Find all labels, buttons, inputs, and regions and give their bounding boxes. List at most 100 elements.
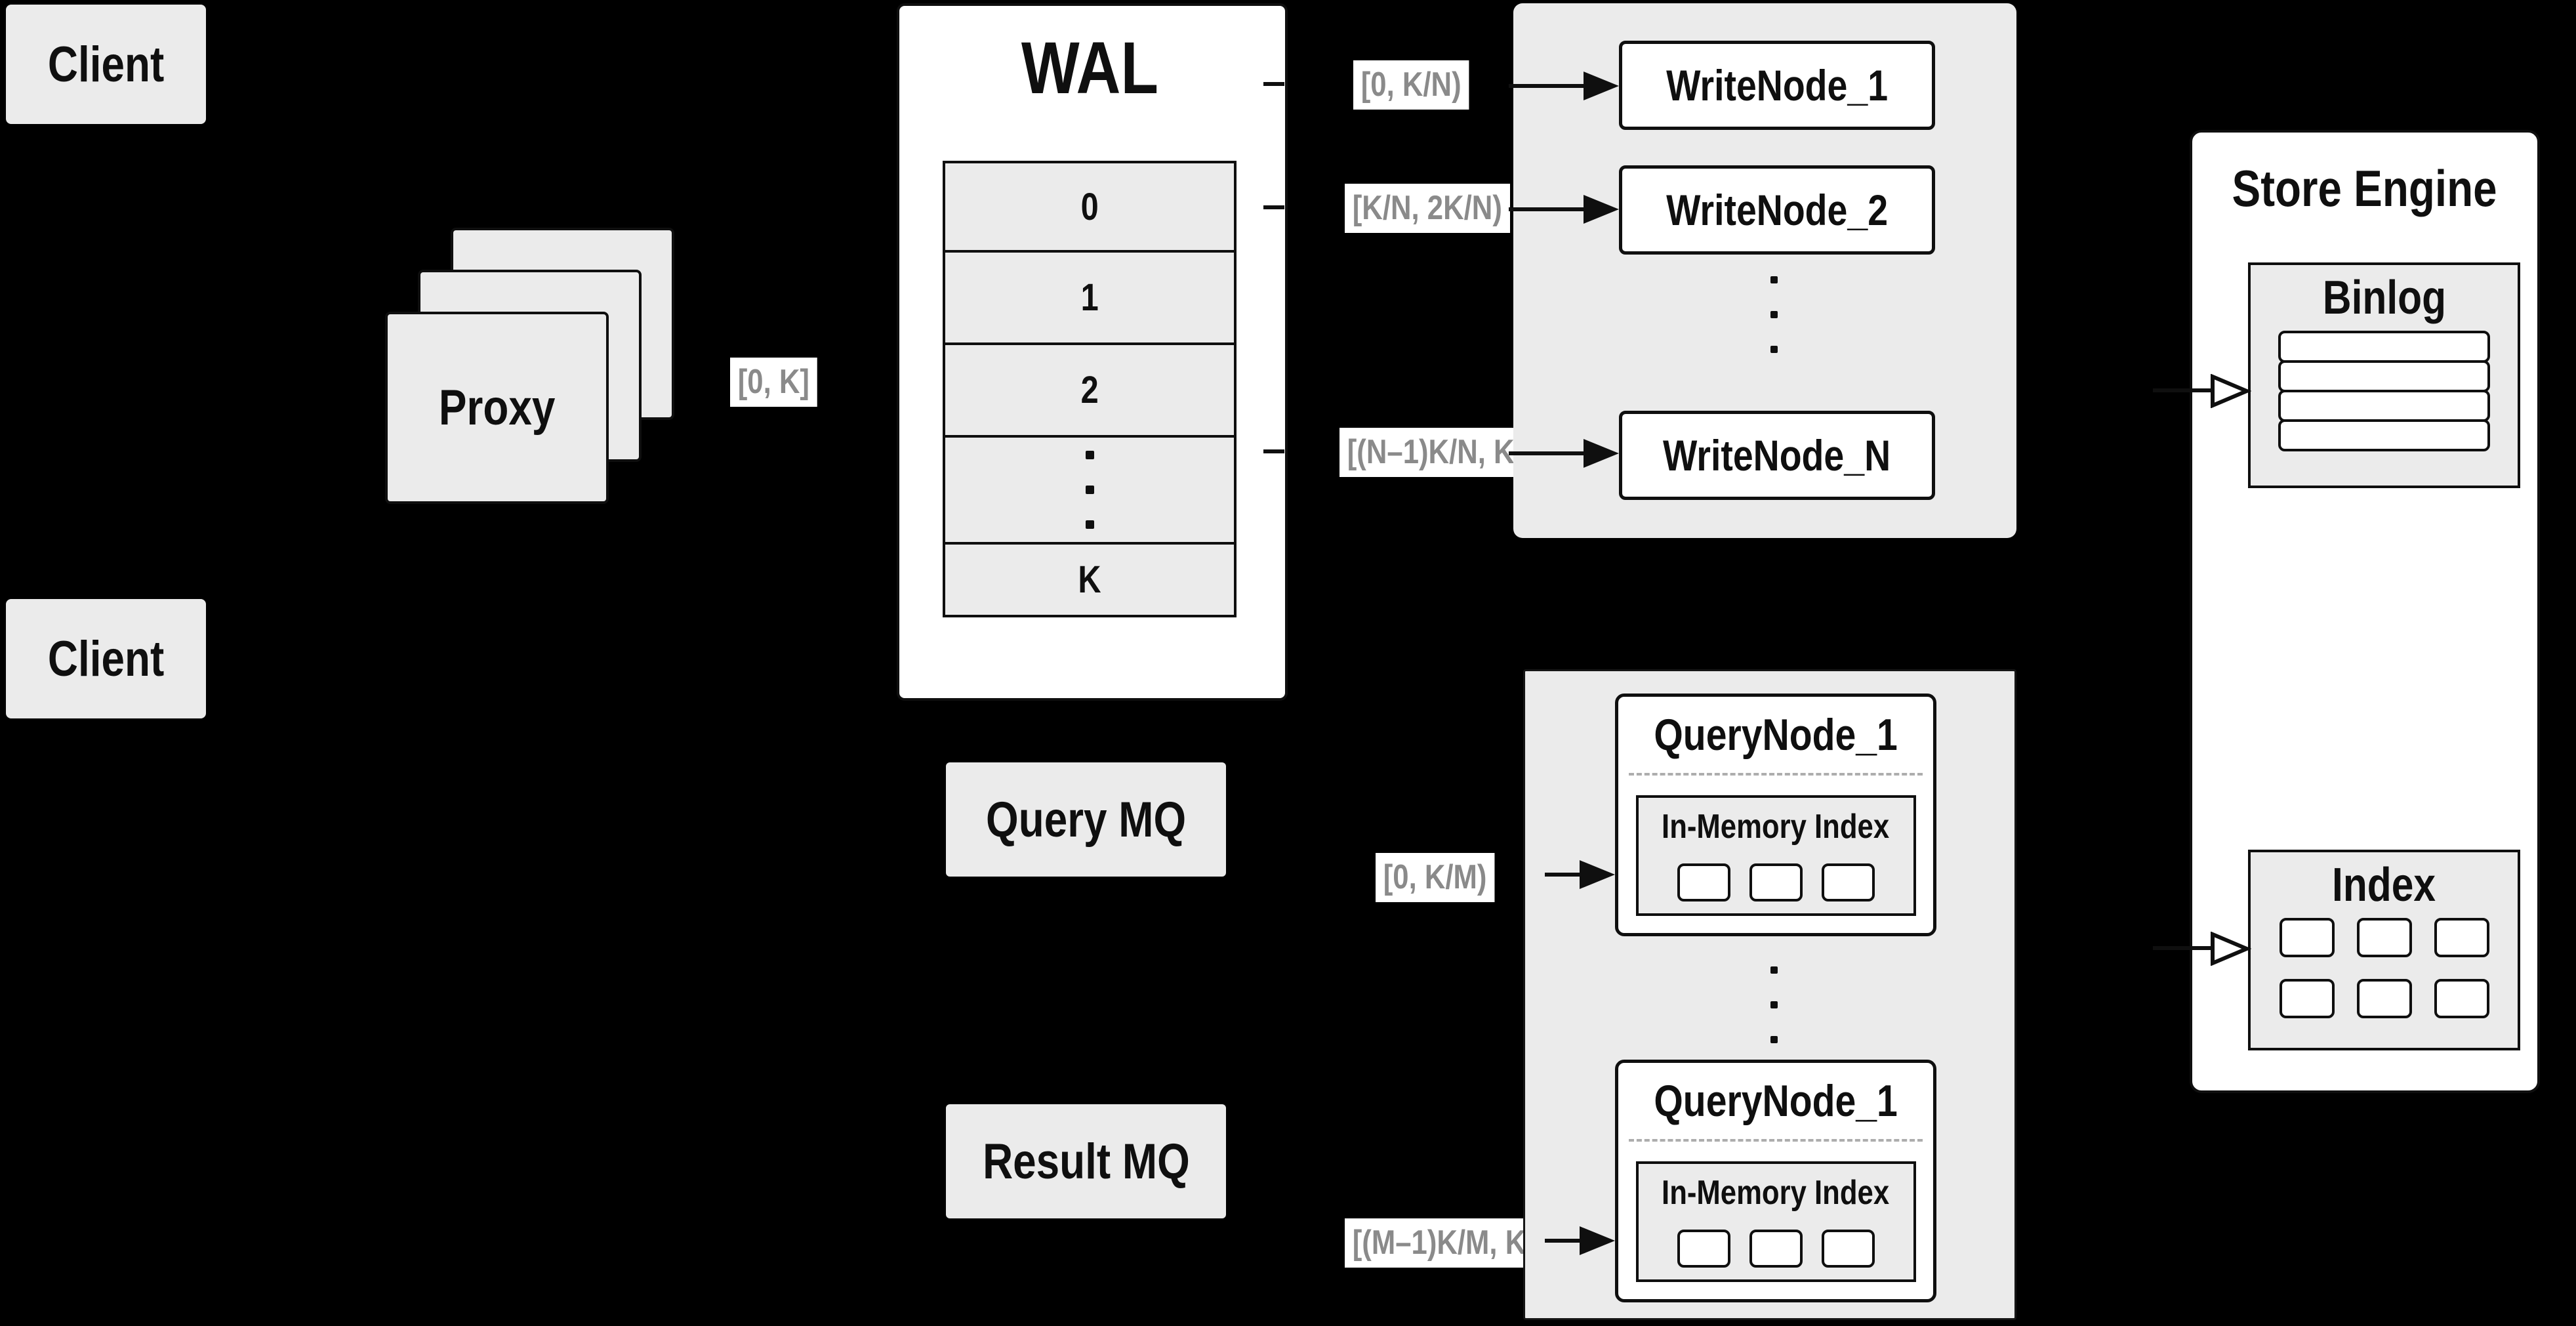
wal-title: WAL [897,25,1282,110]
store-engine-title: Store Engine [2232,159,2498,217]
index-square-row [2279,979,2489,1018]
range-writenode-1-text: [0, K/N) [1360,66,1462,104]
arrow-to-binlog [2153,388,2213,392]
segment-square [1821,863,1875,901]
query-node-ellipsis-icon [1759,953,1788,1057]
wal-segment-k: K [1078,558,1101,601]
arrow-to-index [2153,946,2213,950]
index-square [2356,918,2412,957]
result-mq-box: Result MQ [946,1104,1226,1218]
segment-square [1821,1230,1875,1268]
range-chip-writenode-2: [K/N, 2K/N) [1345,184,1510,234]
range-chip-querynode-1: [0, K/M) [1376,853,1495,903]
index-squares [2251,918,2518,1018]
write-node-n: WriteNode_N [1619,411,1935,500]
wal-segment-0: 0 [1080,185,1099,228]
wal-segment-table: 0 1 2 K [943,161,1237,617]
index-square [2279,918,2335,957]
arrow-to-writenode-1 [1509,84,1585,88]
range-querynode-m-text: [(M–1)K/M, K] [1352,1224,1536,1262]
segment-square [1749,863,1803,901]
client-top-label: Client [47,36,165,93]
binlog-row [2278,360,2490,392]
query-node-bottom: QueryNode_1 In-Memory Index [1615,1060,1936,1302]
segment-square [1677,1230,1730,1268]
wal-segment-1: 1 [1080,276,1099,319]
wal-segment-row: 1 [943,250,1237,345]
arrowhead-querynode-bottom-icon [1580,1226,1615,1255]
index-square [2434,918,2489,957]
binlog-row [2278,419,2490,451]
binlog-rows [2278,331,2490,451]
query-node-top: QueryNode_1 In-Memory Index [1615,694,1936,936]
binlog-row [2278,390,2490,422]
wal-ellipsis-row [943,435,1237,545]
arrowhead-querynode-top-icon [1580,860,1615,889]
range-chip-proxy: [0, K] [730,358,817,407]
in-memory-index-title-row: In-Memory Index [1639,1173,1913,1212]
range-chip-writenode-1: [0, K/N) [1353,60,1469,110]
wal-connector-stub-3 [1263,449,1284,453]
write-node-1: WriteNode_1 [1619,41,1935,130]
wal-connector-stub-1 [1263,82,1284,86]
client-box-bottom: Client [6,599,206,718]
arrow-to-writenode-n [1509,451,1585,455]
result-mq-label: Result MQ [982,1133,1190,1190]
arrow-to-querynode-bottom [1545,1239,1581,1243]
segment-squares [1639,1230,1913,1268]
in-memory-index-box-top: In-Memory Index [1635,795,1916,916]
in-memory-index-title-row: In-Memory Index [1639,807,1913,846]
arrowhead-writenode-n-icon [1584,439,1619,468]
binlog-box: Binlog [2248,262,2520,488]
open-arrowhead-index-icon [2211,932,2251,966]
index-square [2356,979,2412,1018]
segment-square [1749,1230,1803,1268]
arrowhead-writenode-1-icon [1584,72,1619,100]
query-node-top-title-row: QueryNode_1 [1618,697,1933,773]
query-node-top-title: QueryNode_1 [1654,710,1898,760]
range-querynode-1-text: [0, K/M) [1383,858,1487,896]
wal-segment-2: 2 [1080,369,1099,411]
wal-segment-row: K [943,542,1237,617]
vertical-ellipsis-icon [1085,438,1094,542]
in-memory-index-bottom-label: In-Memory Index [1662,1174,1890,1212]
write-node-1-label: WriteNode_1 [1666,61,1888,110]
query-mq-label: Query MQ [985,791,1187,848]
client-box-top: Client [6,5,206,124]
wal-title-text: WAL [1021,26,1158,109]
wal-connector-stub-2 [1263,205,1284,209]
index-box: Index [2248,850,2520,1050]
dashed-divider [1629,1139,1923,1142]
index-square [2434,979,2489,1018]
range-writenode-2-text: [K/N, 2K/N) [1352,189,1502,227]
wal-segment-row: 0 [943,161,1237,253]
open-arrowhead-binlog-icon [2211,374,2251,408]
index-title: Index [2332,859,2436,911]
write-node-n-label: WriteNode_N [1663,431,1891,480]
binlog-title: Binlog [2322,272,2446,324]
arrow-to-querynode-top [1545,873,1581,877]
range-writenode-n-text: [(N–1)K/N, K] [1347,433,1524,471]
proxy-label: Proxy [438,380,556,436]
binlog-row [2278,331,2490,363]
query-node-bottom-title-row: QueryNode_1 [1618,1063,1933,1139]
range-proxy-text: [0, K] [737,363,809,401]
segment-squares [1639,863,1913,901]
query-node-bottom-title: QueryNode_1 [1654,1076,1898,1126]
arrowhead-writenode-2-icon [1584,195,1619,224]
index-title-row: Index [2251,852,2518,918]
arrow-to-writenode-2 [1509,207,1585,211]
wal-segment-row: 2 [943,342,1237,438]
in-memory-index-top-label: In-Memory Index [1662,808,1890,846]
segment-square [1677,863,1730,901]
proxy-card-front: Proxy [385,312,609,504]
index-square-row [2279,918,2489,957]
store-engine-title-row: Store Engine [2190,152,2540,224]
write-node-2: WriteNode_2 [1619,165,1935,255]
write-node-2-label: WriteNode_2 [1666,186,1888,234]
range-chip-querynode-m: [(M–1)K/M, K] [1345,1218,1544,1268]
query-mq-box: Query MQ [946,762,1226,877]
client-bottom-label: Client [47,631,165,687]
binlog-title-row: Binlog [2251,265,2518,331]
